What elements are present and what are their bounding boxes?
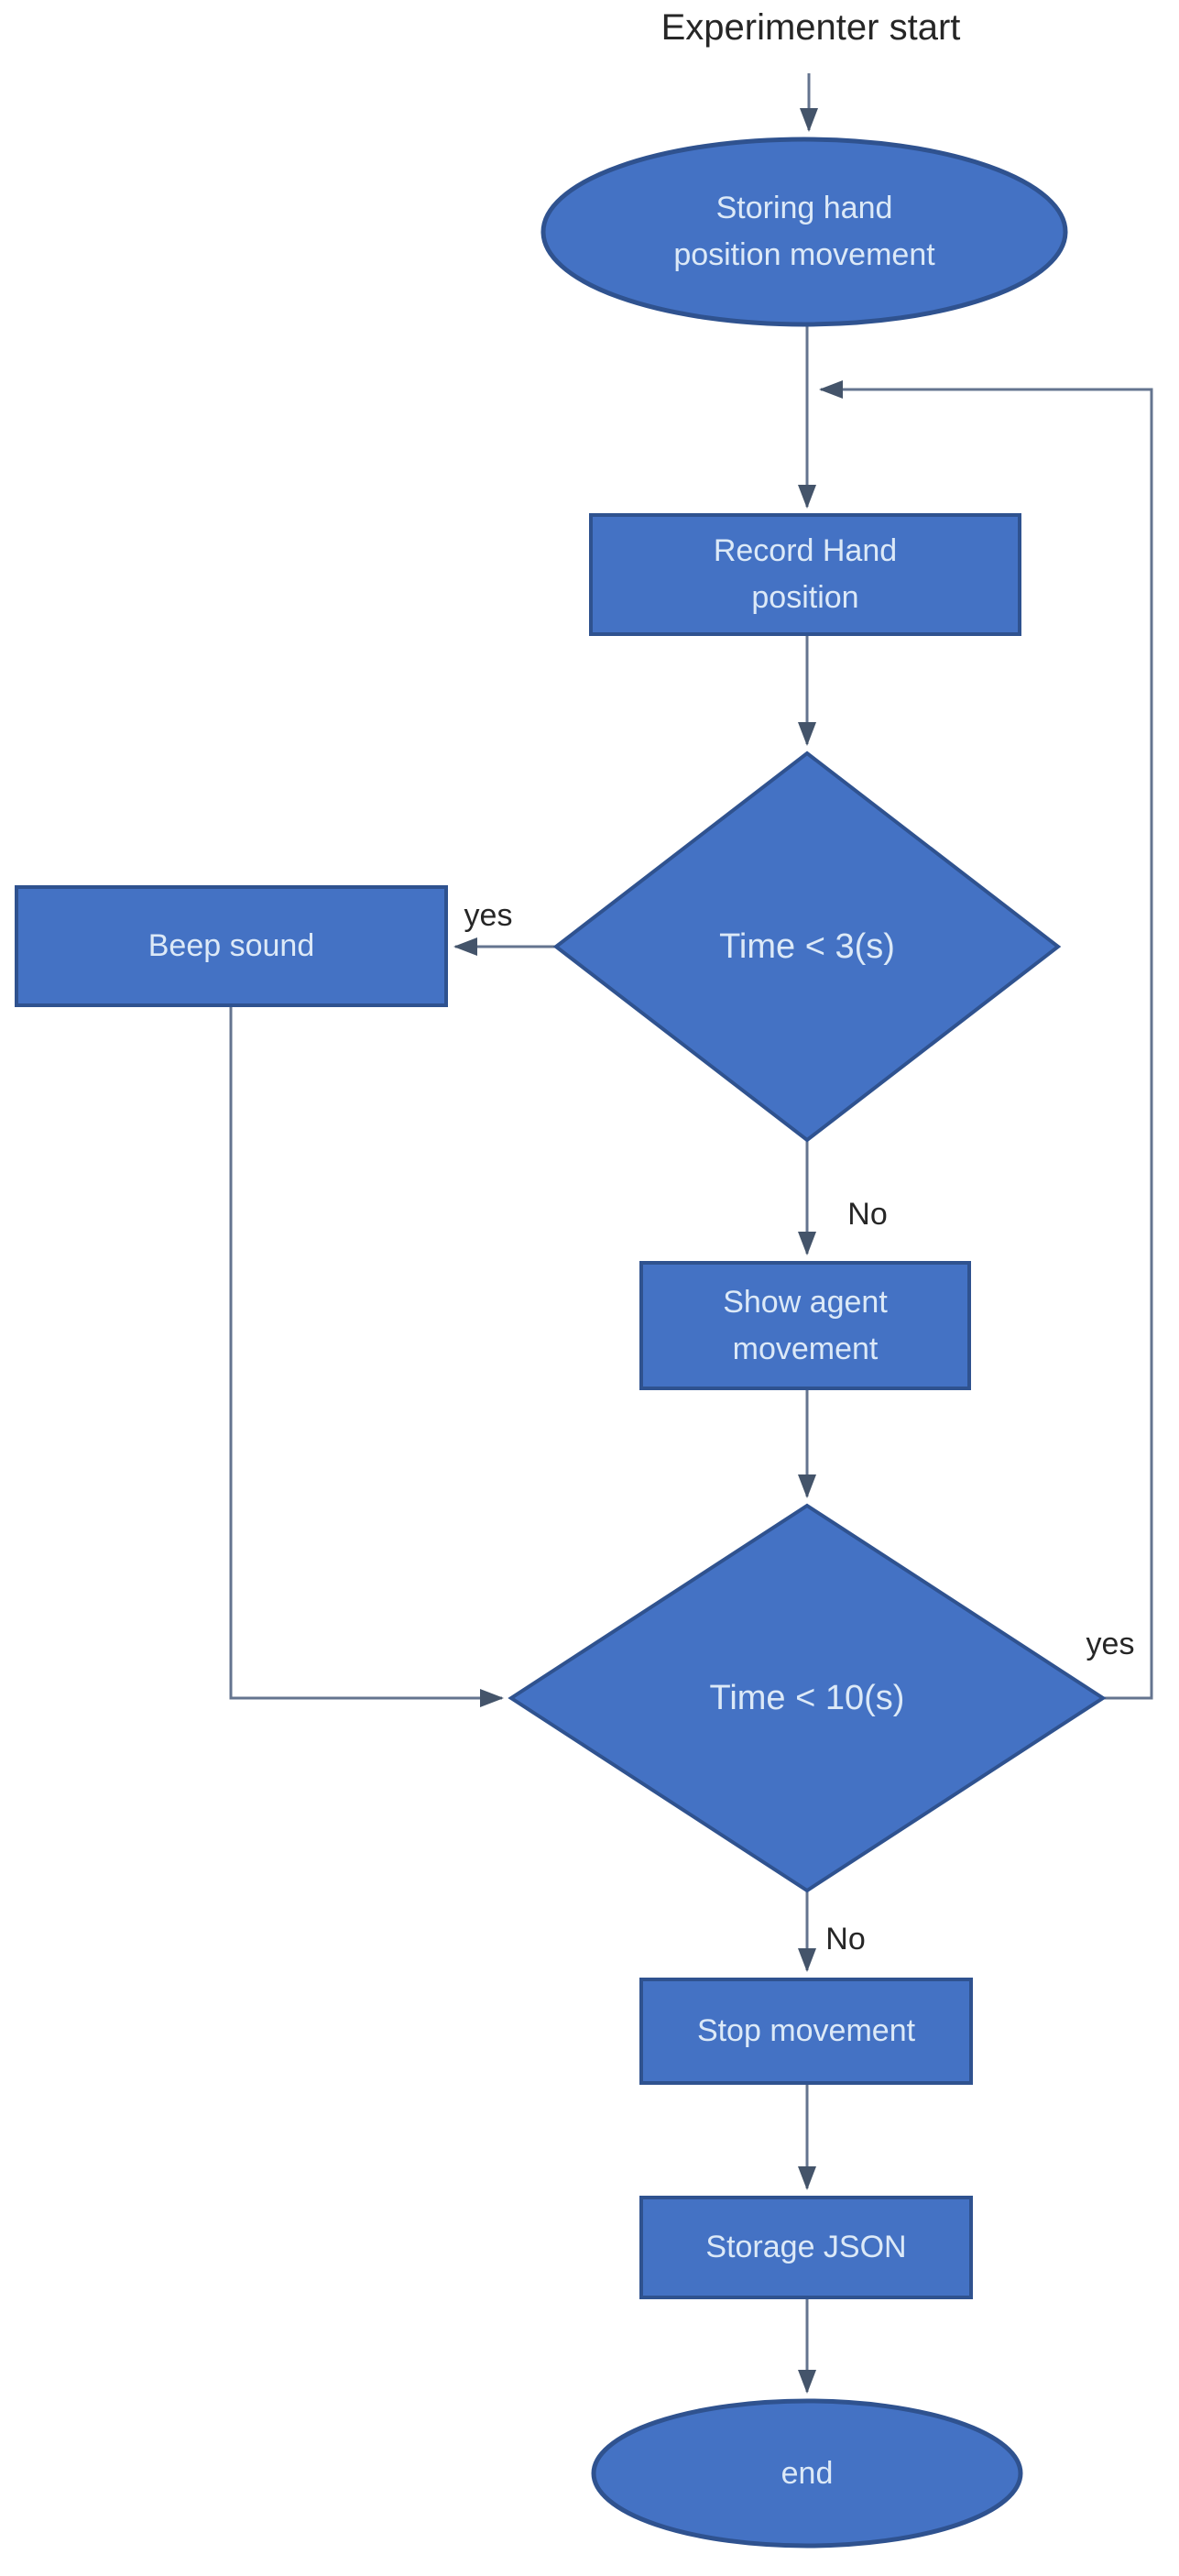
terminator-start-shape — [540, 137, 1068, 327]
process-beep-shape — [15, 885, 448, 1007]
decision-time3-shape — [552, 751, 1062, 1143]
experimenter-start-text: Experimenter start — [660, 7, 961, 48]
process-storage-shape — [639, 2196, 973, 2299]
process-show-agent-shape — [639, 1261, 971, 1390]
process-stop-shape — [639, 1978, 973, 2085]
decision3-no-label: No — [847, 1197, 888, 1233]
decision10-no-label: No — [825, 1922, 866, 1957]
experimenter-start-label: Experimenter start — [540, 7, 1081, 62]
decision3-yes-label: yes — [464, 898, 513, 934]
edge-beep-to-decision10 — [229, 1005, 504, 1707]
edge-decision10-yes-loopback — [819, 380, 1153, 1700]
decision10-yes-label: yes — [1086, 1627, 1135, 1662]
process-record-shape — [589, 513, 1021, 636]
terminator-end-shape — [591, 2398, 1023, 2549]
decision-time10-shape — [508, 1503, 1107, 1893]
